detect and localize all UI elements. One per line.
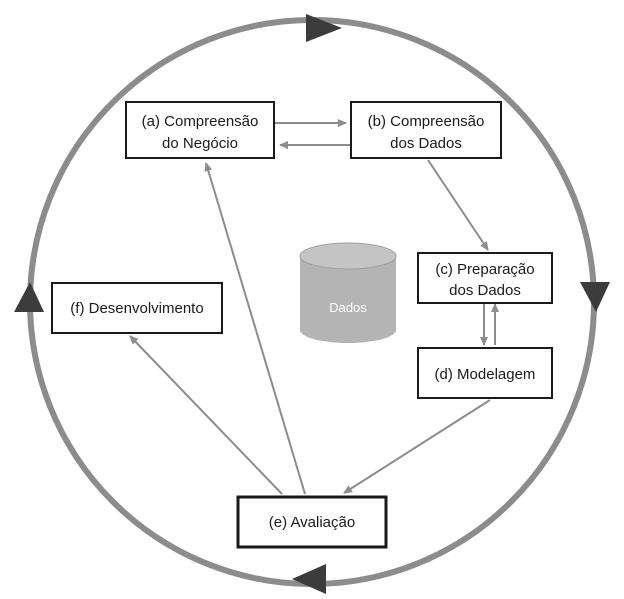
arrow-d-to-e xyxy=(343,399,491,494)
node-label-line1: (a) Compreensão xyxy=(142,113,259,130)
node-label-line2: dos Dados xyxy=(390,135,462,152)
node-label: (f) Desenvolvimento xyxy=(70,300,203,317)
cycle-arrow-bottom-icon xyxy=(292,564,326,594)
arrow-e-to-f xyxy=(129,335,283,495)
node-label: (e) Avaliação xyxy=(269,514,355,531)
node-business-understanding: (a) Compreensão do Negócio xyxy=(125,101,275,159)
node-label-line1: (c) Preparação xyxy=(435,261,534,278)
node-label-line2: dos Dados xyxy=(449,282,521,299)
node-label-line1: (b) Compreensão xyxy=(368,113,485,130)
node-evaluation: (e) Avaliação xyxy=(236,495,388,549)
node-data-preparation: (c) Preparação dos Dados xyxy=(417,252,553,304)
node-deployment: (f) Desenvolvimento xyxy=(51,282,223,334)
node-data-understanding: (b) Compreensão dos Dados xyxy=(350,101,502,159)
database-icon: Dados xyxy=(299,242,397,343)
arrow-b-to-c xyxy=(427,159,489,251)
node-label: (d) Modelagem xyxy=(435,366,536,383)
arrow-e-to-a xyxy=(204,162,306,495)
node-label-line2: do Negócio xyxy=(162,135,238,152)
node-modeling: (d) Modelagem xyxy=(417,347,553,399)
cycle-arrow-top-icon xyxy=(306,14,342,42)
database-label: Dados xyxy=(329,300,367,315)
cycle-arrow-left-icon xyxy=(14,282,44,312)
cycle-arrow-right-icon xyxy=(580,282,610,312)
